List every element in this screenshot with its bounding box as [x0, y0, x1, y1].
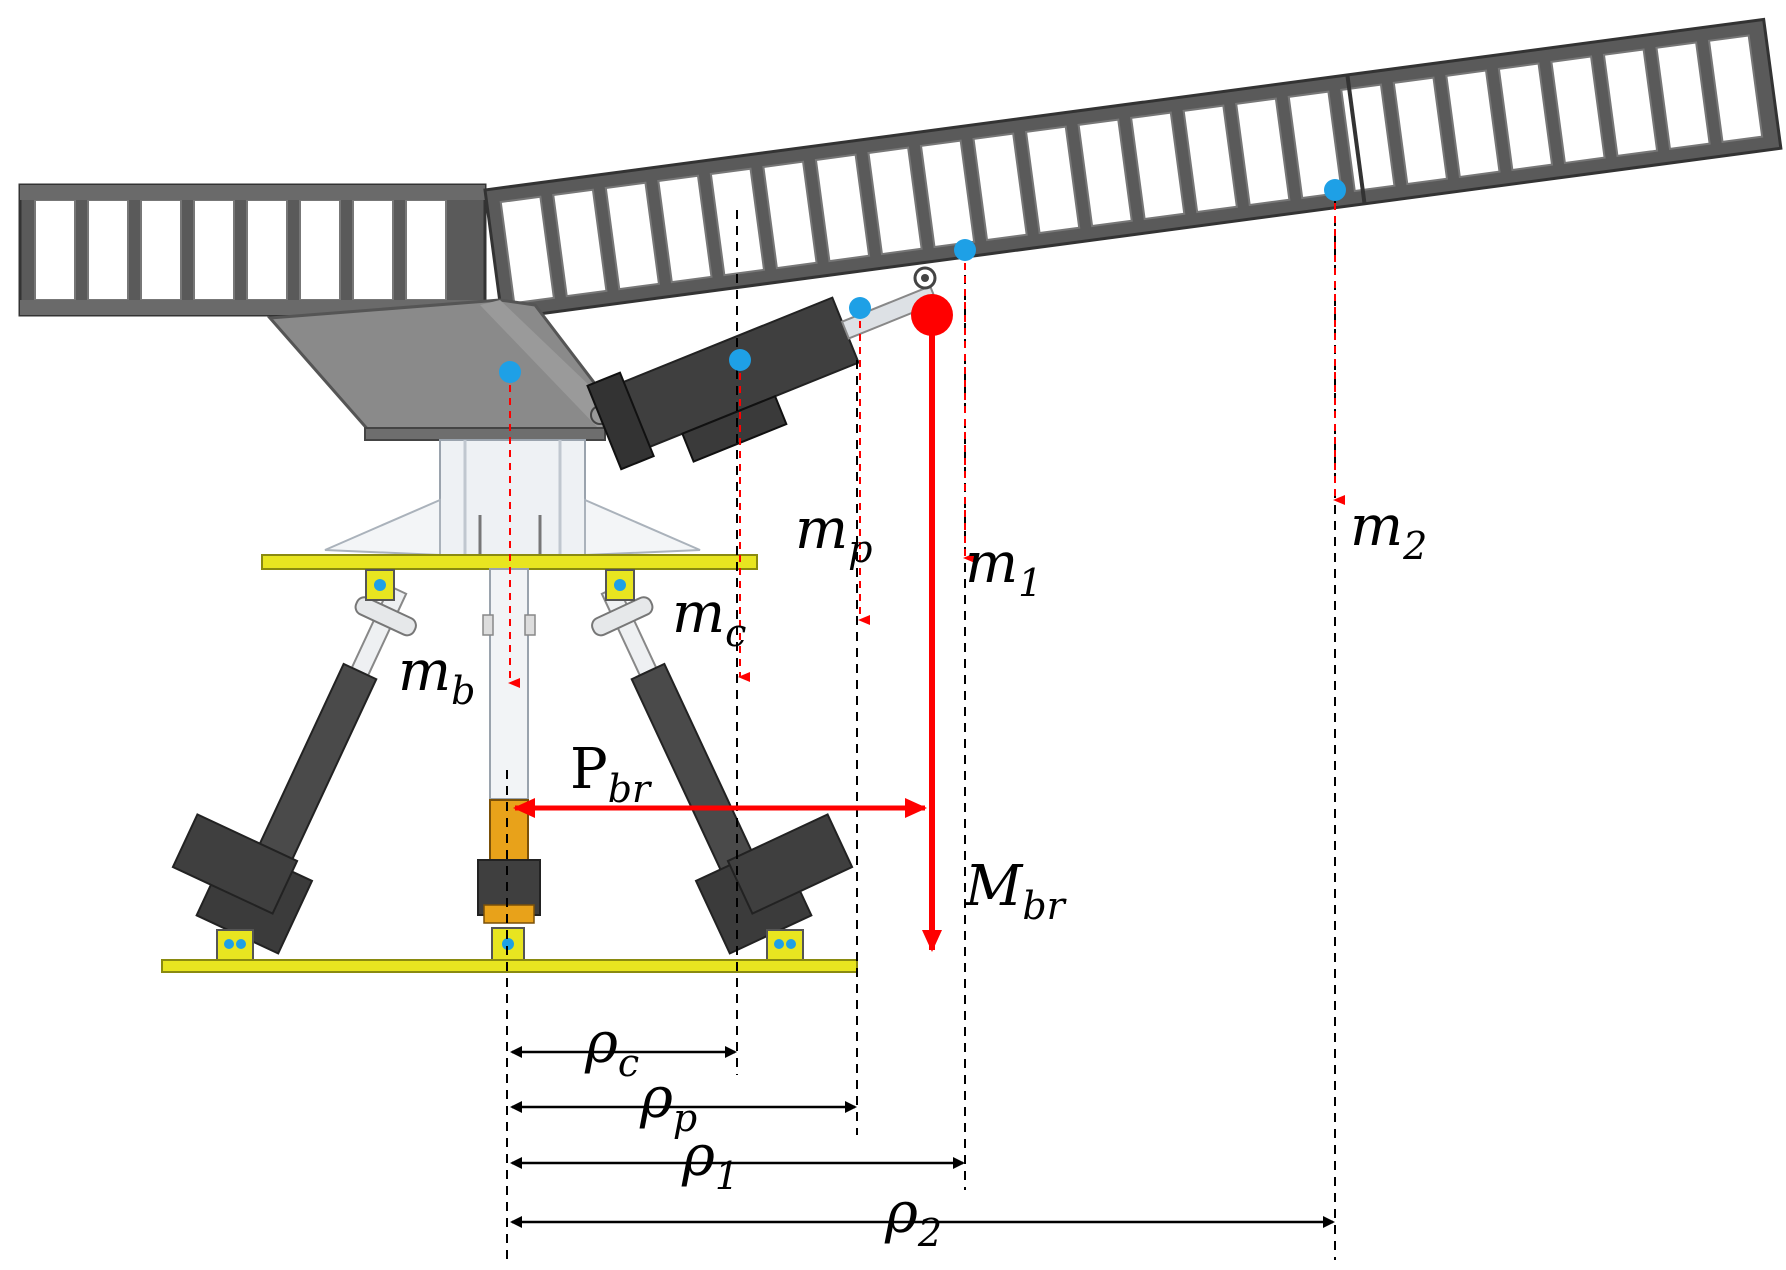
truss-cell	[1024, 125, 1081, 235]
mass-points	[499, 179, 1346, 383]
truss-cell	[814, 153, 871, 263]
truss-cell	[604, 181, 661, 291]
truss-cell	[709, 167, 766, 277]
label-m-b: mb	[398, 639, 475, 713]
truss-cell	[919, 139, 976, 249]
label-m-c: mc	[672, 581, 746, 655]
truss-cell	[1707, 34, 1764, 144]
label-m-p: mp	[795, 497, 872, 571]
truss-cell	[657, 174, 713, 284]
truss-cell	[762, 160, 818, 270]
label-m-2: m2	[1350, 494, 1427, 568]
truss-cell	[1497, 62, 1554, 172]
inclined-truss	[483, 17, 1783, 321]
label-rho-2: ρ2	[884, 1181, 942, 1255]
central-rod	[477, 568, 541, 924]
truss-cell	[1392, 76, 1449, 186]
truss-cell	[1287, 90, 1344, 200]
support-bracket	[266, 298, 617, 441]
truss-cell	[1340, 83, 1396, 193]
truss-cell	[1130, 111, 1186, 221]
truss-cell	[1445, 69, 1501, 179]
truss-cell	[1182, 104, 1238, 214]
truss-cell	[1077, 118, 1133, 228]
right-leg	[591, 569, 854, 961]
mass-point-1	[954, 239, 976, 261]
label-p-br: Pbr	[570, 737, 653, 811]
luffing-cylinder	[586, 284, 939, 471]
left-leg	[171, 569, 417, 961]
label-rho-p: ρp	[639, 1066, 697, 1140]
truss-cell	[552, 188, 608, 298]
left-truss	[18, 183, 487, 317]
label-m-1: m1	[965, 531, 1042, 605]
label-rho-1: ρ1	[681, 1124, 739, 1198]
truss-cell	[972, 132, 1028, 242]
resultant-point	[911, 294, 953, 336]
truss-cell	[1602, 48, 1659, 158]
truss-cell	[867, 146, 923, 256]
guide-lines	[506, 185, 1336, 1260]
truss-cell	[1550, 55, 1606, 165]
mass-point-c	[729, 349, 751, 371]
truss-cell	[1235, 97, 1291, 207]
label-rho-c: ρc	[584, 1011, 639, 1085]
tower	[324, 439, 701, 557]
mass-point-b	[499, 361, 521, 383]
truss-cell	[499, 195, 555, 305]
label-m-br: Mbr	[964, 854, 1068, 928]
truss-cell	[1655, 41, 1711, 151]
lower-platform	[161, 959, 858, 973]
gravity-lines	[508, 190, 1345, 688]
dimension-arrows	[510, 1046, 1335, 1228]
mass-point-p	[849, 297, 871, 319]
mass-point-2	[1324, 179, 1346, 201]
